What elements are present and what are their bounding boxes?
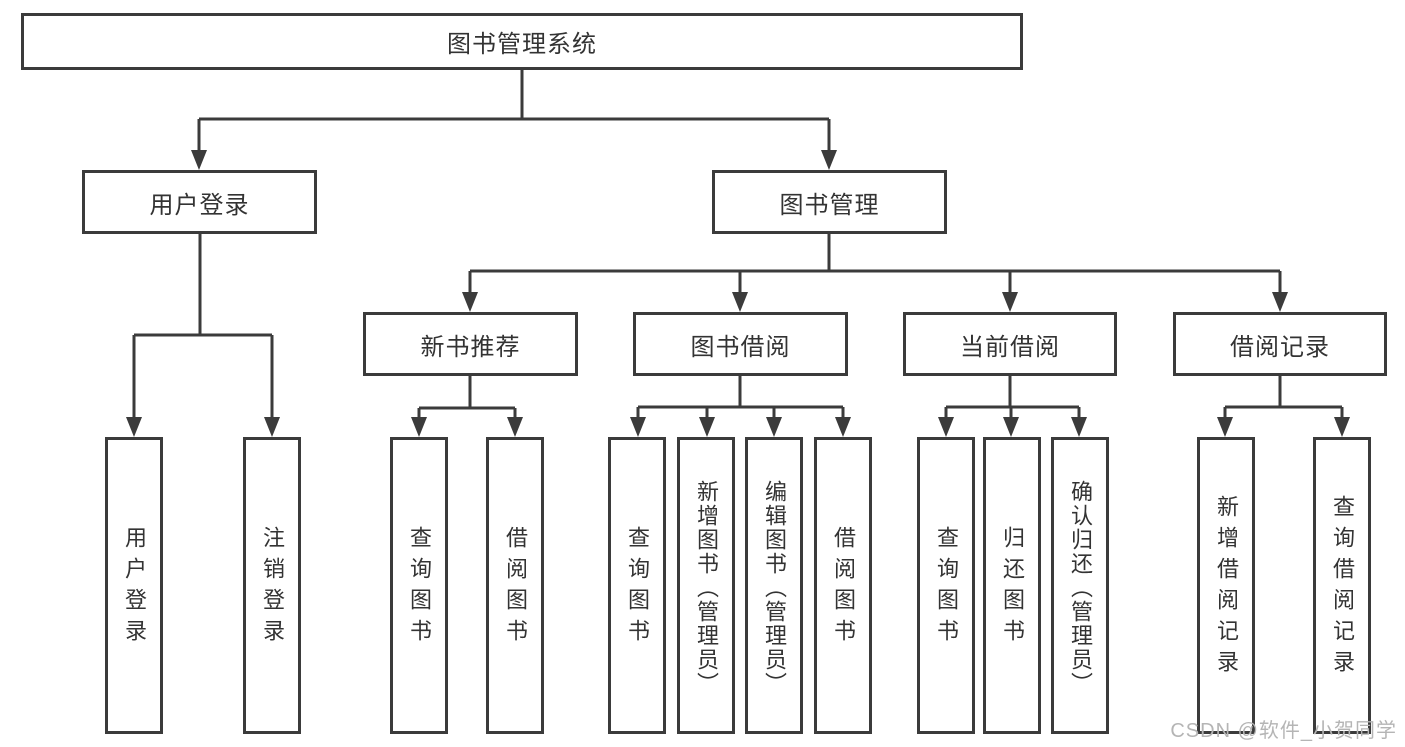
connector-current-to-leaves (938, 376, 1087, 437)
leaf-borrow-books: 借阅图书 (814, 437, 872, 734)
leaf-query-books: 查询图书 (390, 437, 448, 734)
node-user-login: 用户登录 (82, 170, 317, 234)
node-label: 图书管理系统 (447, 31, 597, 58)
leaf-label: 查询图书 (407, 525, 432, 650)
node-book-borrow: 图书借阅 (633, 312, 848, 376)
leaf-confirm-return-admin: 确认归还（管理员） (1051, 437, 1109, 734)
leaf-add-books-admin: 新增图书（管理员） (677, 437, 735, 734)
leaf-edit-books-admin: 编辑图书（管理员） (745, 437, 803, 734)
leaf-label: 查询图书 (934, 525, 959, 650)
leaf-query-books: 查询图书 (608, 437, 666, 734)
node-label: 借阅记录 (1230, 333, 1330, 361)
leaf-label: 查询借阅记录 (1330, 494, 1355, 681)
leaf-return-books: 归还图书 (983, 437, 1041, 734)
leaf-label: 新增图书（管理员） (694, 479, 719, 696)
leaf-user-login: 用户登录 (105, 437, 163, 734)
node-label: 图书管理 (779, 191, 880, 219)
leaf-query-borrow-record: 查询借阅记录 (1313, 437, 1371, 734)
leaf-logout: 注销登录 (243, 437, 301, 734)
leaf-add-borrow-record: 新增借阅记录 (1197, 437, 1255, 734)
connector-newrec-to-leaves (411, 376, 523, 437)
connector-mgmt-to-level3 (462, 234, 1288, 312)
connector-login-to-leaves (126, 234, 280, 437)
leaf-borrow-books: 借阅图书 (486, 437, 544, 734)
node-label: 新书推荐 (420, 333, 521, 361)
leaf-label: 借阅图书 (503, 525, 528, 650)
node-new-book-recommend: 新书推荐 (363, 312, 578, 376)
leaf-label: 注销登录 (260, 525, 285, 650)
leaf-label: 查询图书 (625, 525, 650, 650)
node-borrow-record: 借阅记录 (1173, 312, 1387, 376)
connector-record-to-leaves (1217, 376, 1350, 437)
leaf-label: 用户登录 (122, 525, 147, 650)
leaf-label: 新增借阅记录 (1214, 494, 1239, 681)
leaf-label: 借阅图书 (831, 525, 856, 650)
connector-root-to-level2 (191, 69, 837, 170)
node-book-management: 图书管理 (712, 170, 947, 234)
node-label: 用户登录 (149, 191, 250, 219)
leaf-label: 确认归还（管理员） (1068, 479, 1093, 696)
connector-borrow-to-leaves (630, 376, 851, 437)
node-label: 当前借阅 (960, 333, 1060, 361)
leaf-label: 归还图书 (1000, 525, 1025, 650)
node-label: 图书借阅 (690, 333, 791, 361)
csdn-watermark: CSDN @软件_小贺同学 (1170, 720, 1397, 742)
leaf-query-books: 查询图书 (917, 437, 975, 734)
node-current-borrow: 当前借阅 (903, 312, 1117, 376)
node-library-system: 图书管理系统 (21, 13, 1023, 70)
leaf-label: 编辑图书（管理员） (762, 479, 787, 696)
